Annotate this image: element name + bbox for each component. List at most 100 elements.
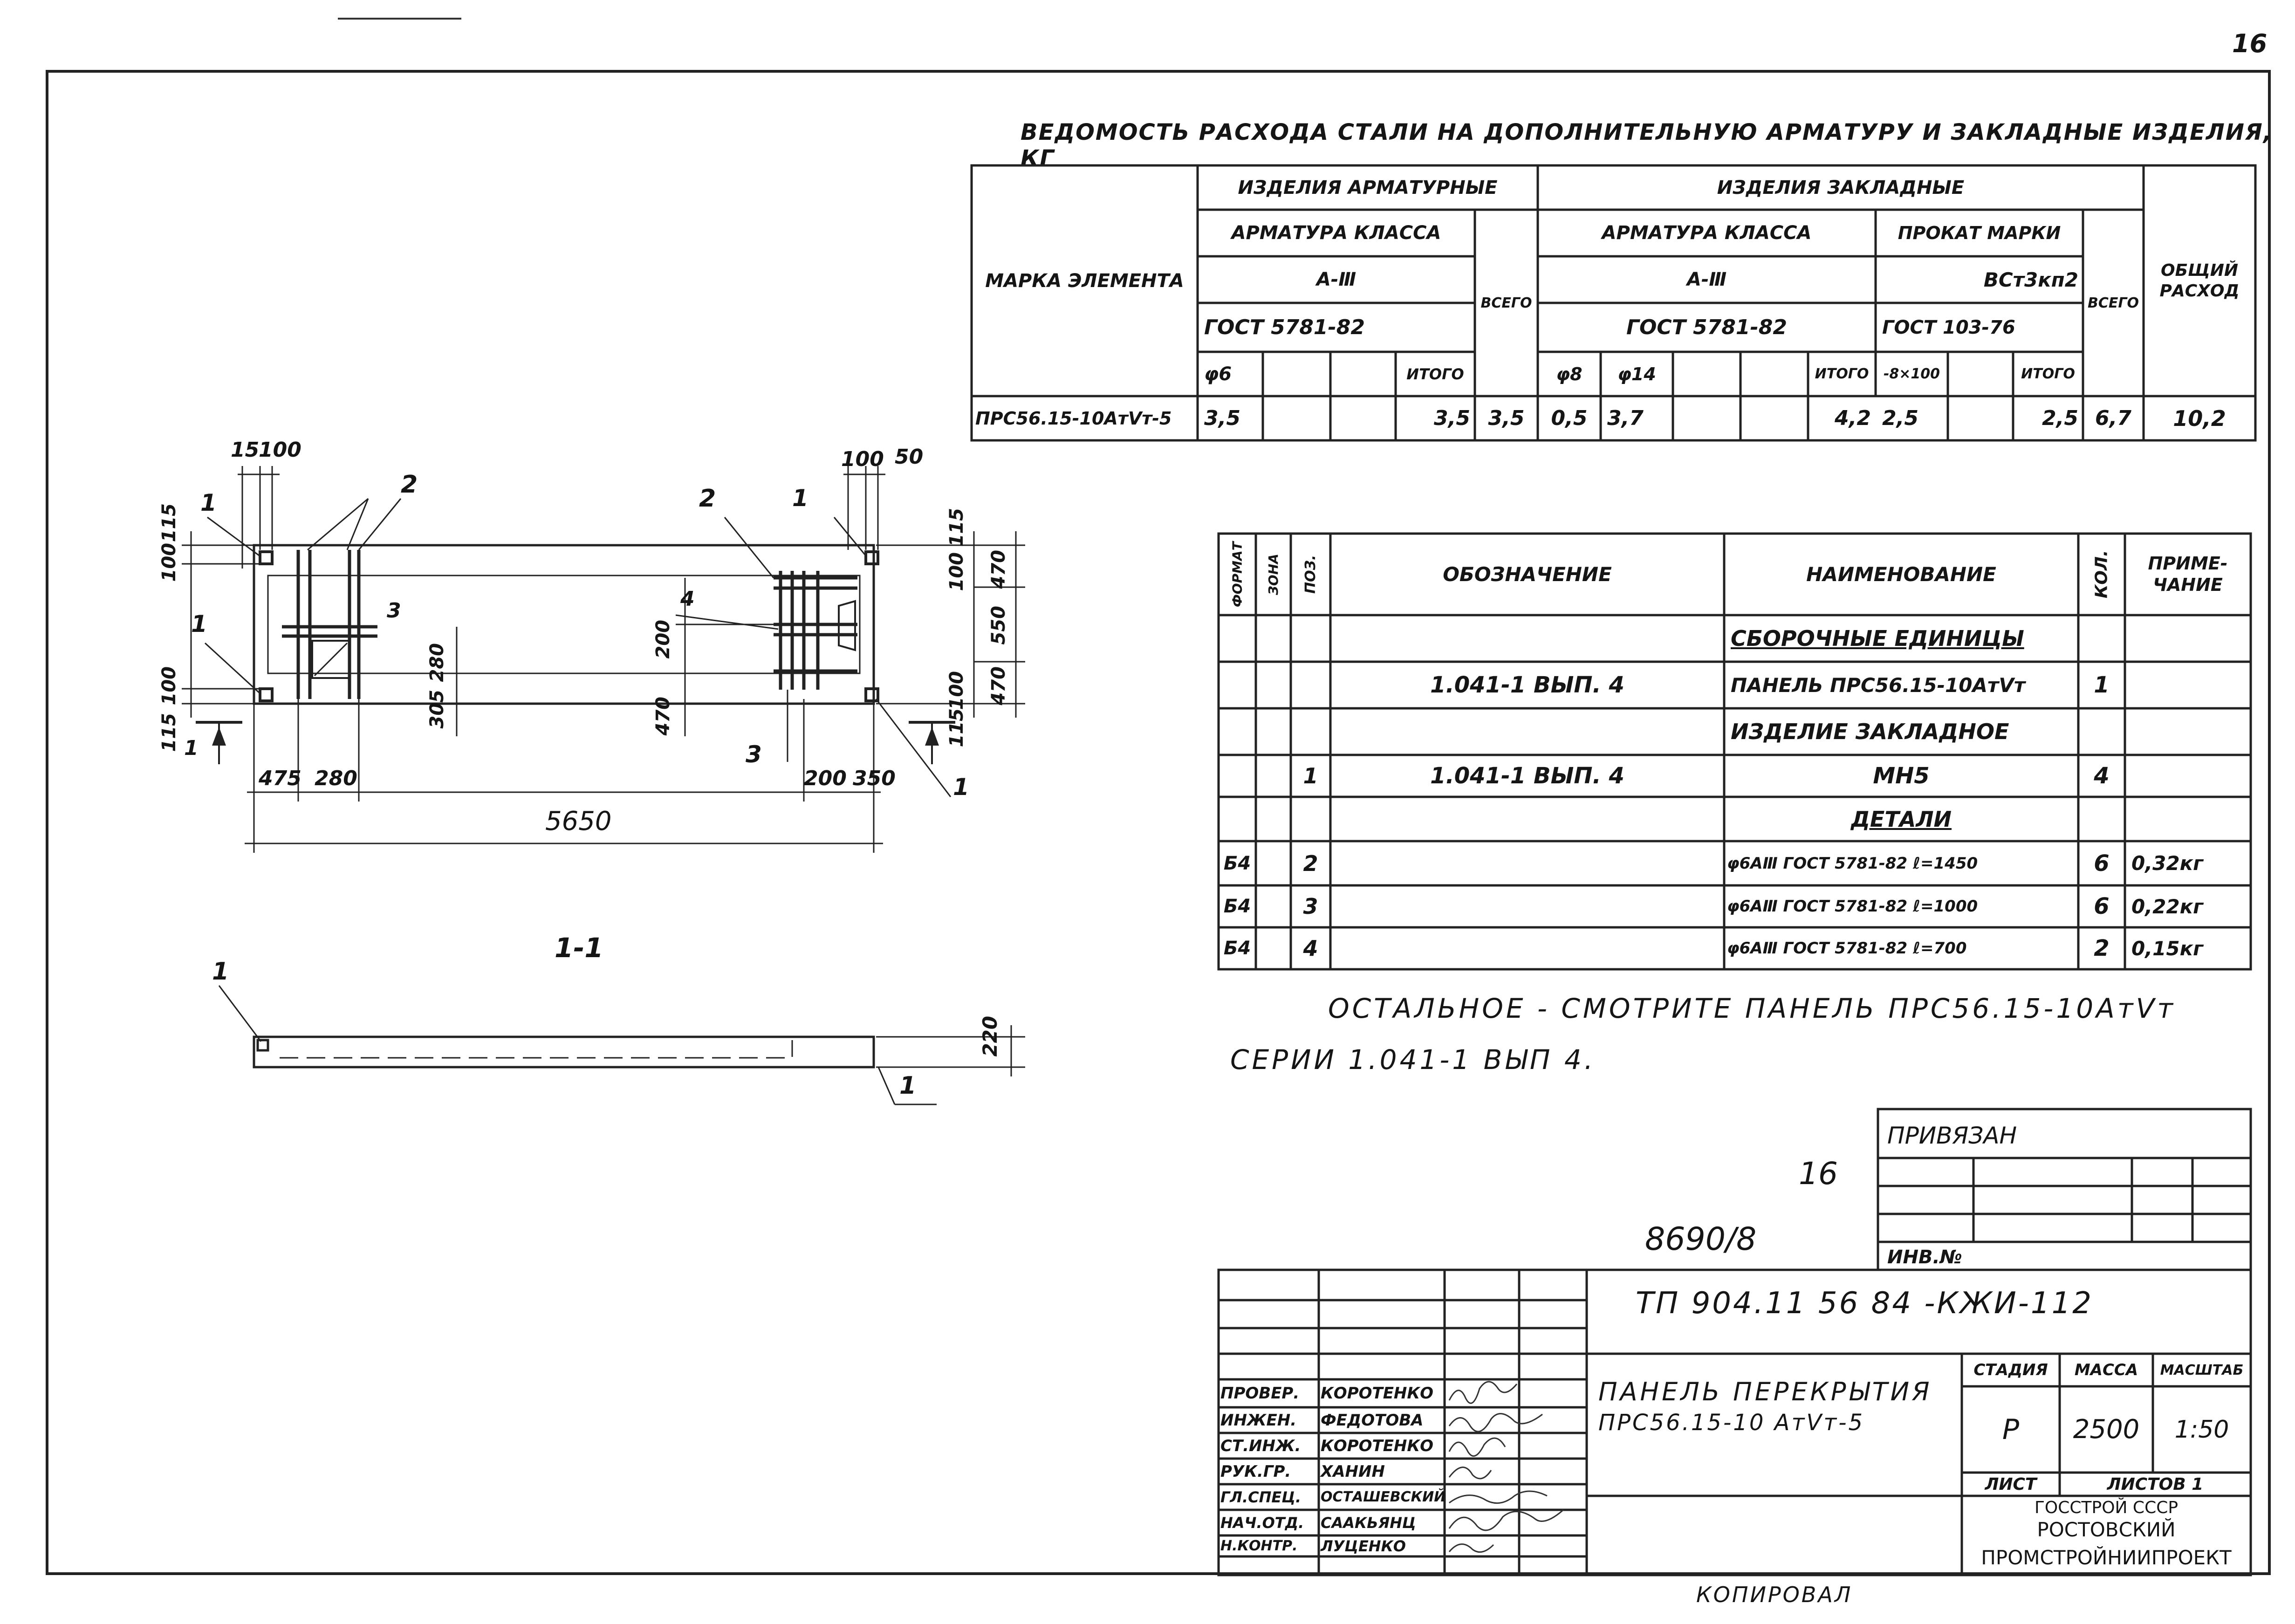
callout-2-top-right: 2 <box>699 485 716 513</box>
steel-row-d6: 3,5 <box>1204 406 1240 430</box>
steel-rolled-gost: ГОСТ 103-76 <box>1882 316 2015 338</box>
spec-row-name: φ6АⅢ ГОСТ 5781-82 ℓ=1000 <box>1727 897 1978 916</box>
steel-sub-itogo-3: ИТОГО <box>2021 366 2075 382</box>
stage-value: Р <box>2002 1413 2020 1446</box>
spec-row-name: φ6АⅢ ГОСТ 5781-82 ℓ=1450 <box>1727 854 1978 873</box>
steel-rolled-label: ПРОКАТ МАРКИ <box>1898 223 2061 243</box>
note-line-1: ОСТАЛЬНОЕ - СМОТРИТЕ ПАНЕЛЬ ПРС56.15-10А… <box>1328 993 2176 1024</box>
steel-sub-d6: φ6 <box>1204 363 1232 385</box>
steel-row-total2: 6,7 <box>2095 406 2131 430</box>
dim-top-50: 50 <box>895 445 924 469</box>
stage-label: СТАДИЯ <box>1973 1361 2048 1379</box>
spec-row-name: МН5 <box>1873 763 1930 789</box>
person-name: ХАНИН <box>1321 1462 1385 1481</box>
steel-row-total1: 3,5 <box>1488 406 1525 430</box>
spec-row-note: 0,15кг <box>2131 937 2204 960</box>
steel-row-strip: 2,5 <box>1882 406 1918 430</box>
dim-top-15: 15 <box>231 438 260 462</box>
person-name: ЛУЦЕНКО <box>1321 1537 1406 1555</box>
note-line-2: СЕРИИ 1.041-1 ВЫП 4. <box>1230 1044 1596 1076</box>
spec-row-name: ДЕТАЛИ <box>1850 806 1952 832</box>
person-name: ФЕДОТОВА <box>1321 1411 1424 1430</box>
title-code: ТП 904.11 56 84 -КЖИ-112 <box>1636 1286 2093 1321</box>
spec-row-note: 0,32кг <box>2131 852 2204 875</box>
steel-grand-total-label: ОБЩИЙ РАСХОД <box>2159 261 2240 301</box>
spec-row-pos: 1 <box>1303 763 1318 788</box>
section-callout-1-left: 1 <box>212 958 229 986</box>
project-name-1: ПАНЕЛЬ ПЕРЕКРЫТИЯ <box>1598 1377 1932 1406</box>
person-role: СТ.ИНЖ. <box>1220 1436 1301 1455</box>
sheet-label: ЛИСТ <box>1985 1474 2037 1494</box>
person-name: КОРОТЕНКО <box>1321 1436 1434 1455</box>
archive-number: 8690/8 <box>1645 1221 1757 1258</box>
drawing-frame <box>46 70 2271 1575</box>
mass-value: 2500 <box>2073 1414 2140 1445</box>
org-line-1: ГОССТРОЙ СССР <box>2034 1498 2179 1517</box>
person-role: Н.КОНТР. <box>1220 1538 1298 1554</box>
spec-row-format: Б4 <box>1223 896 1251 917</box>
dim-overall-length: 5650 <box>545 806 612 836</box>
person-role: ПРОВЕР. <box>1220 1384 1300 1403</box>
steel-row-mark: ПРС56.15-10АтVт-5 <box>975 408 1172 429</box>
spec-header-note: ПРИМЕ-ЧАНИЕ <box>2148 553 2228 595</box>
person-name: ОСТАШЕВСКИЙ <box>1321 1489 1445 1505</box>
spec-row-qty: 6 <box>2094 893 2110 919</box>
spec-row-designation: 1.041-1 ВЫП. 4 <box>1430 763 1624 789</box>
person-role: РУК.ГР. <box>1220 1462 1291 1481</box>
scale-label: МАСШТАБ <box>2160 1362 2244 1378</box>
spec-row-designation: 1.041-1 ВЫП. 4 <box>1430 672 1624 698</box>
spec-row-name: ПАНЕЛЬ ПРС56.15-10АтVт <box>1731 673 2026 697</box>
callout-1-bottom-right: 1 <box>953 774 969 801</box>
steel-sub-itogo-1: ИТОГО <box>1406 365 1464 383</box>
spec-header-designation: ОБОЗНАЧЕНИЕ <box>1443 563 1612 586</box>
spec-header-name: НАИМЕНОВАНИЕ <box>1806 563 1996 586</box>
dim-bottom-280: 280 <box>315 767 357 790</box>
spec-row-qty: 6 <box>2094 850 2110 877</box>
callout-2-top-left: 2 <box>401 471 418 499</box>
steel-armature-class-label: АРМАТУРА КЛАССА <box>1231 222 1441 244</box>
callout-3-center: 3 <box>387 599 401 623</box>
spec-row-qty: 1 <box>2094 672 2110 698</box>
mass-label: МАССА <box>2074 1361 2138 1379</box>
callout-1-top-right: 1 <box>792 485 808 512</box>
steel-embedded-class: А-Ⅲ <box>1686 269 1727 290</box>
steel-table-title: ВЕДОМОСТЬ РАСХОДА СТАЛИ НА ДОПОЛНИТЕЛЬНУ… <box>1021 119 2273 171</box>
callout-1-top-left: 1 <box>200 489 217 516</box>
dim-top-100: 100 <box>259 438 301 462</box>
org-line-3: ПРОМСТРОЙНИИПРОЕКТ <box>1981 1546 2232 1569</box>
person-role: НАЧ.ОТД. <box>1220 1514 1304 1532</box>
spec-row-qty: 4 <box>2094 763 2110 789</box>
org-line-2: РОСТОВСКИЙ <box>2037 1518 2176 1541</box>
stamp-number-16: 16 <box>1799 1156 1838 1192</box>
spec-row-qty: 2 <box>2094 935 2110 961</box>
steel-row-itogo3: 2,5 <box>2042 406 2078 430</box>
dim-bottom-350: 350 <box>853 767 896 790</box>
page-number: 16 <box>2232 29 2268 58</box>
steel-col-mark: МАРКА ЭЛЕМЕНТА <box>985 270 1184 292</box>
dim-top-100-right: 100 <box>841 447 884 471</box>
section-callout-1-right: 1 <box>899 1072 917 1100</box>
spec-row-format: Б4 <box>1223 938 1251 959</box>
steel-row-itogo1: 3,5 <box>1434 406 1470 430</box>
steel-group-armature: ИЗДЕЛИЯ АРМАТУРНЫЕ <box>1238 177 1498 199</box>
steel-row-d8: 0,5 <box>1551 406 1588 430</box>
section-title: 1-1 <box>555 932 603 964</box>
inv-label: ИНВ.№ <box>1887 1247 1962 1268</box>
dim-bottom-200: 200 <box>804 767 847 790</box>
steel-embedded-class-label: АРМАТУРА КЛАССА <box>1602 222 1812 244</box>
person-name: СААКЬЯНЦ <box>1321 1514 1416 1532</box>
footer-copied: КОПИРОВАЛ <box>1696 1582 1853 1607</box>
steel-total-label-1: ВСЕГО <box>1480 295 1532 311</box>
person-name: КОРОТЕНКО <box>1321 1384 1434 1403</box>
steel-sub-d14: φ14 <box>1617 363 1656 384</box>
steel-total-label-2: ВСЕГО <box>2088 295 2139 311</box>
scale-value: 1:50 <box>2174 1415 2229 1444</box>
steel-row-grand: 10,2 <box>2173 405 2226 431</box>
steel-row-d14: 3,7 <box>1607 406 1644 430</box>
spec-row-name: СБОРОЧНЫЕ ЕДИНИЦЫ <box>1731 626 2024 651</box>
